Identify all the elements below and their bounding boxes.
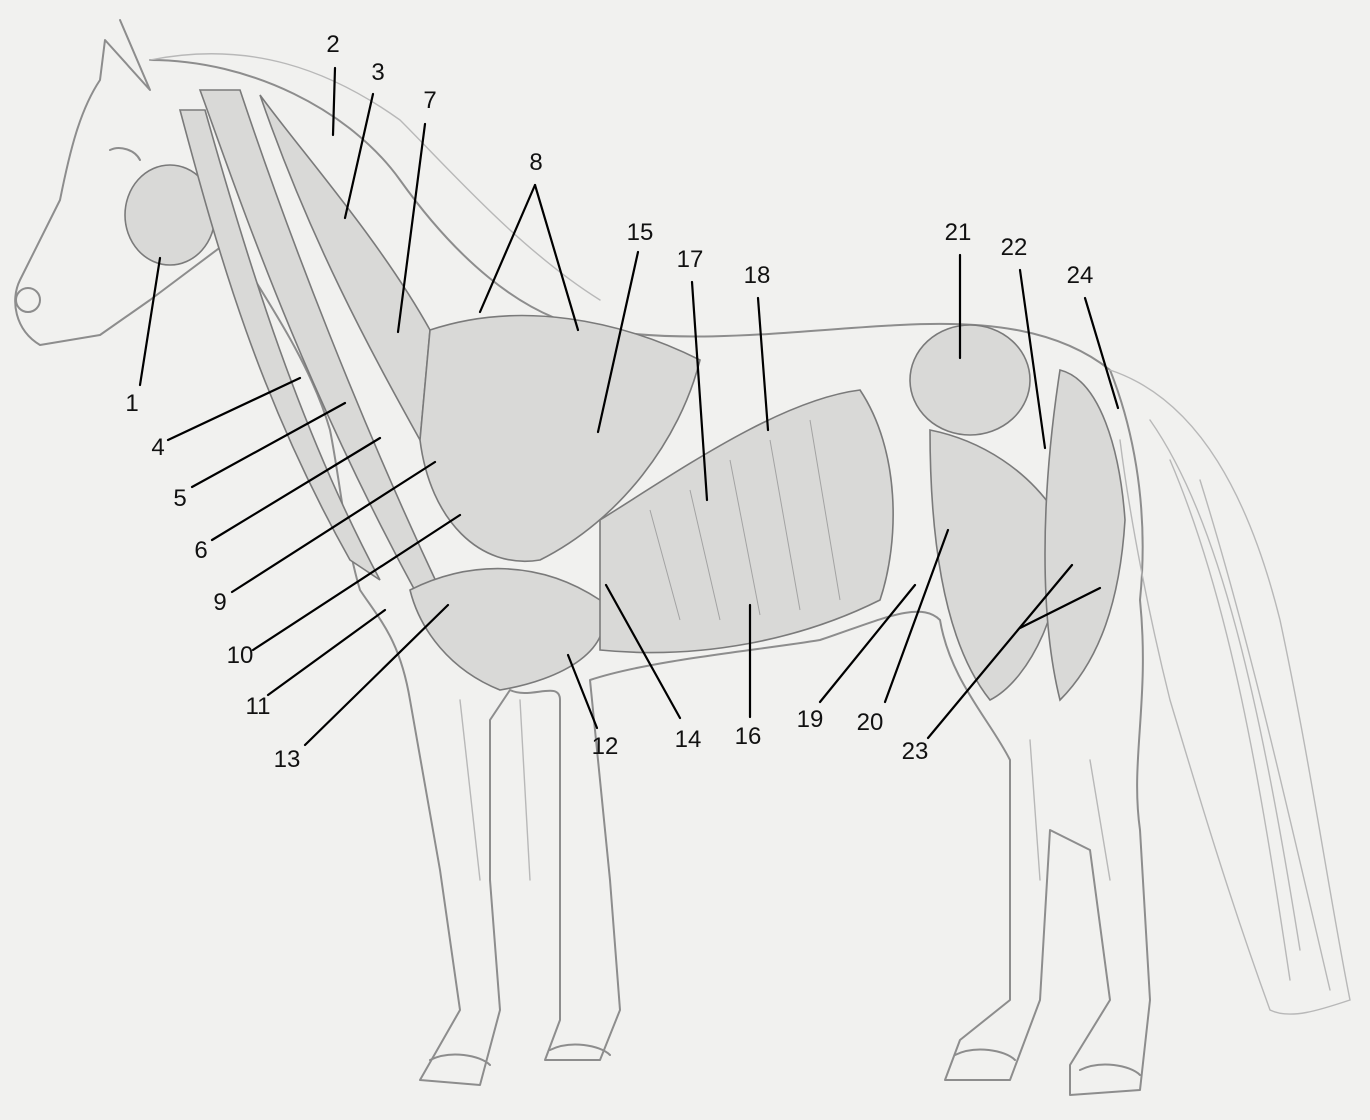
label-7: 7 <box>423 87 436 115</box>
label-12: 12 <box>592 733 619 761</box>
label-6: 6 <box>194 537 207 565</box>
leader-13 <box>305 605 448 745</box>
label-24: 24 <box>1067 262 1094 290</box>
label-17: 17 <box>677 246 704 274</box>
label-10: 10 <box>227 642 254 670</box>
label-11: 11 <box>246 693 271 721</box>
label-16: 16 <box>735 723 762 751</box>
label-18: 18 <box>744 262 771 290</box>
leader-3 <box>345 94 373 218</box>
label-5: 5 <box>173 485 186 513</box>
label-15: 15 <box>627 219 654 247</box>
leader-2 <box>333 68 335 135</box>
label-14: 14 <box>675 726 702 754</box>
leader-8a <box>480 185 535 312</box>
label-4: 4 <box>151 434 164 462</box>
label-23: 23 <box>902 738 929 766</box>
leader-11 <box>268 610 385 695</box>
label-9: 9 <box>213 589 226 617</box>
neck-muscle-band-c <box>180 110 380 580</box>
biceps-femoris-muscle <box>1045 370 1125 700</box>
label-21: 21 <box>945 219 972 247</box>
leader-18 <box>758 298 768 430</box>
label-2: 2 <box>326 31 339 59</box>
label-20: 20 <box>857 709 884 737</box>
leader-12 <box>568 655 597 728</box>
gluteal-muscle <box>910 325 1030 435</box>
thigh-muscle <box>930 430 1062 700</box>
label-22: 22 <box>1001 234 1028 262</box>
leader-1 <box>140 258 160 385</box>
label-8: 8 <box>529 149 542 177</box>
label-19: 19 <box>797 706 824 734</box>
label-3: 3 <box>371 59 384 87</box>
label-1: 1 <box>125 390 138 418</box>
label-13: 13 <box>274 746 301 774</box>
